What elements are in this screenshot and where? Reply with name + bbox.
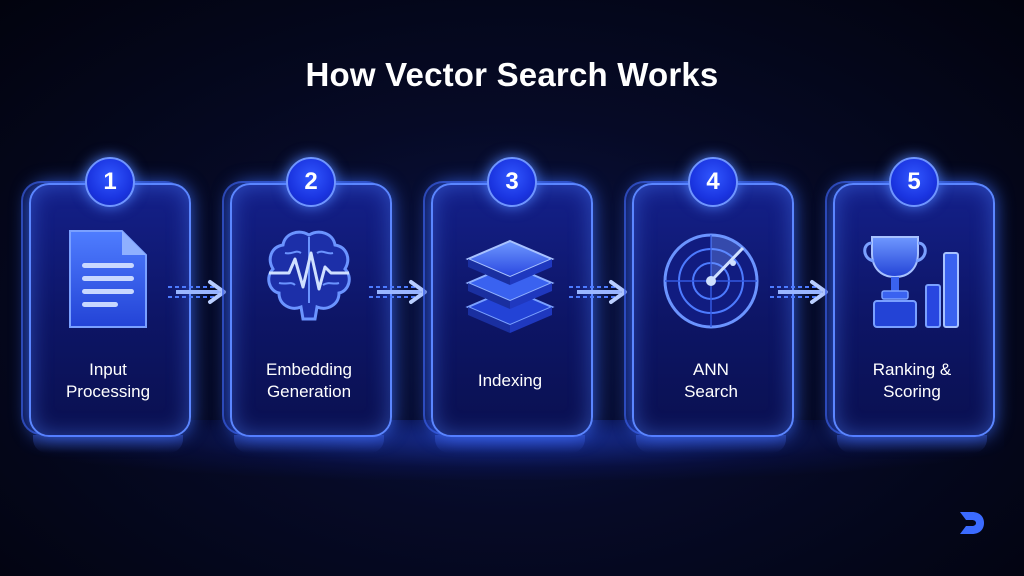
card-reflection bbox=[636, 435, 786, 453]
step-card-5: 5 Ranking & Scoring bbox=[825, 157, 995, 453]
arrow-right-icon bbox=[369, 280, 427, 304]
radar-icon bbox=[663, 233, 759, 329]
arrow-right-icon bbox=[569, 280, 627, 304]
step-label: Input Processing bbox=[65, 360, 151, 401]
step-label: Ranking & Scoring bbox=[872, 360, 952, 401]
brand-logo-icon bbox=[960, 512, 984, 534]
step-label: ANN Search bbox=[684, 360, 738, 401]
step-card-2: 2 Embedding Generation bbox=[222, 157, 392, 453]
brain-icon bbox=[267, 230, 351, 321]
step-card-3: 3 Indexing bbox=[423, 157, 593, 453]
step-number-badge: 2 bbox=[286, 157, 336, 207]
step-card-1: 1 Input Processing bbox=[21, 157, 191, 453]
stacked-layers-icon bbox=[465, 239, 555, 333]
card-reflection bbox=[435, 435, 585, 453]
step-card-4: 4 ANN Search bbox=[624, 157, 794, 453]
trophy-chart-icon bbox=[863, 236, 959, 328]
step-label: Indexing bbox=[477, 371, 543, 390]
step-number-badge: 4 bbox=[688, 157, 738, 207]
step-label: Embedding Generation bbox=[265, 360, 352, 401]
card-reflection bbox=[837, 435, 987, 453]
step-number-badge: 3 bbox=[487, 157, 537, 207]
card-reflection bbox=[234, 435, 384, 453]
step-number-badge: 1 bbox=[85, 157, 135, 207]
diagram-title: How Vector Search Works bbox=[305, 56, 719, 93]
step-number-badge: 5 bbox=[889, 157, 939, 207]
arrow-right-icon bbox=[168, 280, 226, 304]
document-icon bbox=[69, 230, 147, 328]
card-reflection bbox=[33, 435, 183, 453]
arrow-right-icon bbox=[770, 280, 828, 304]
